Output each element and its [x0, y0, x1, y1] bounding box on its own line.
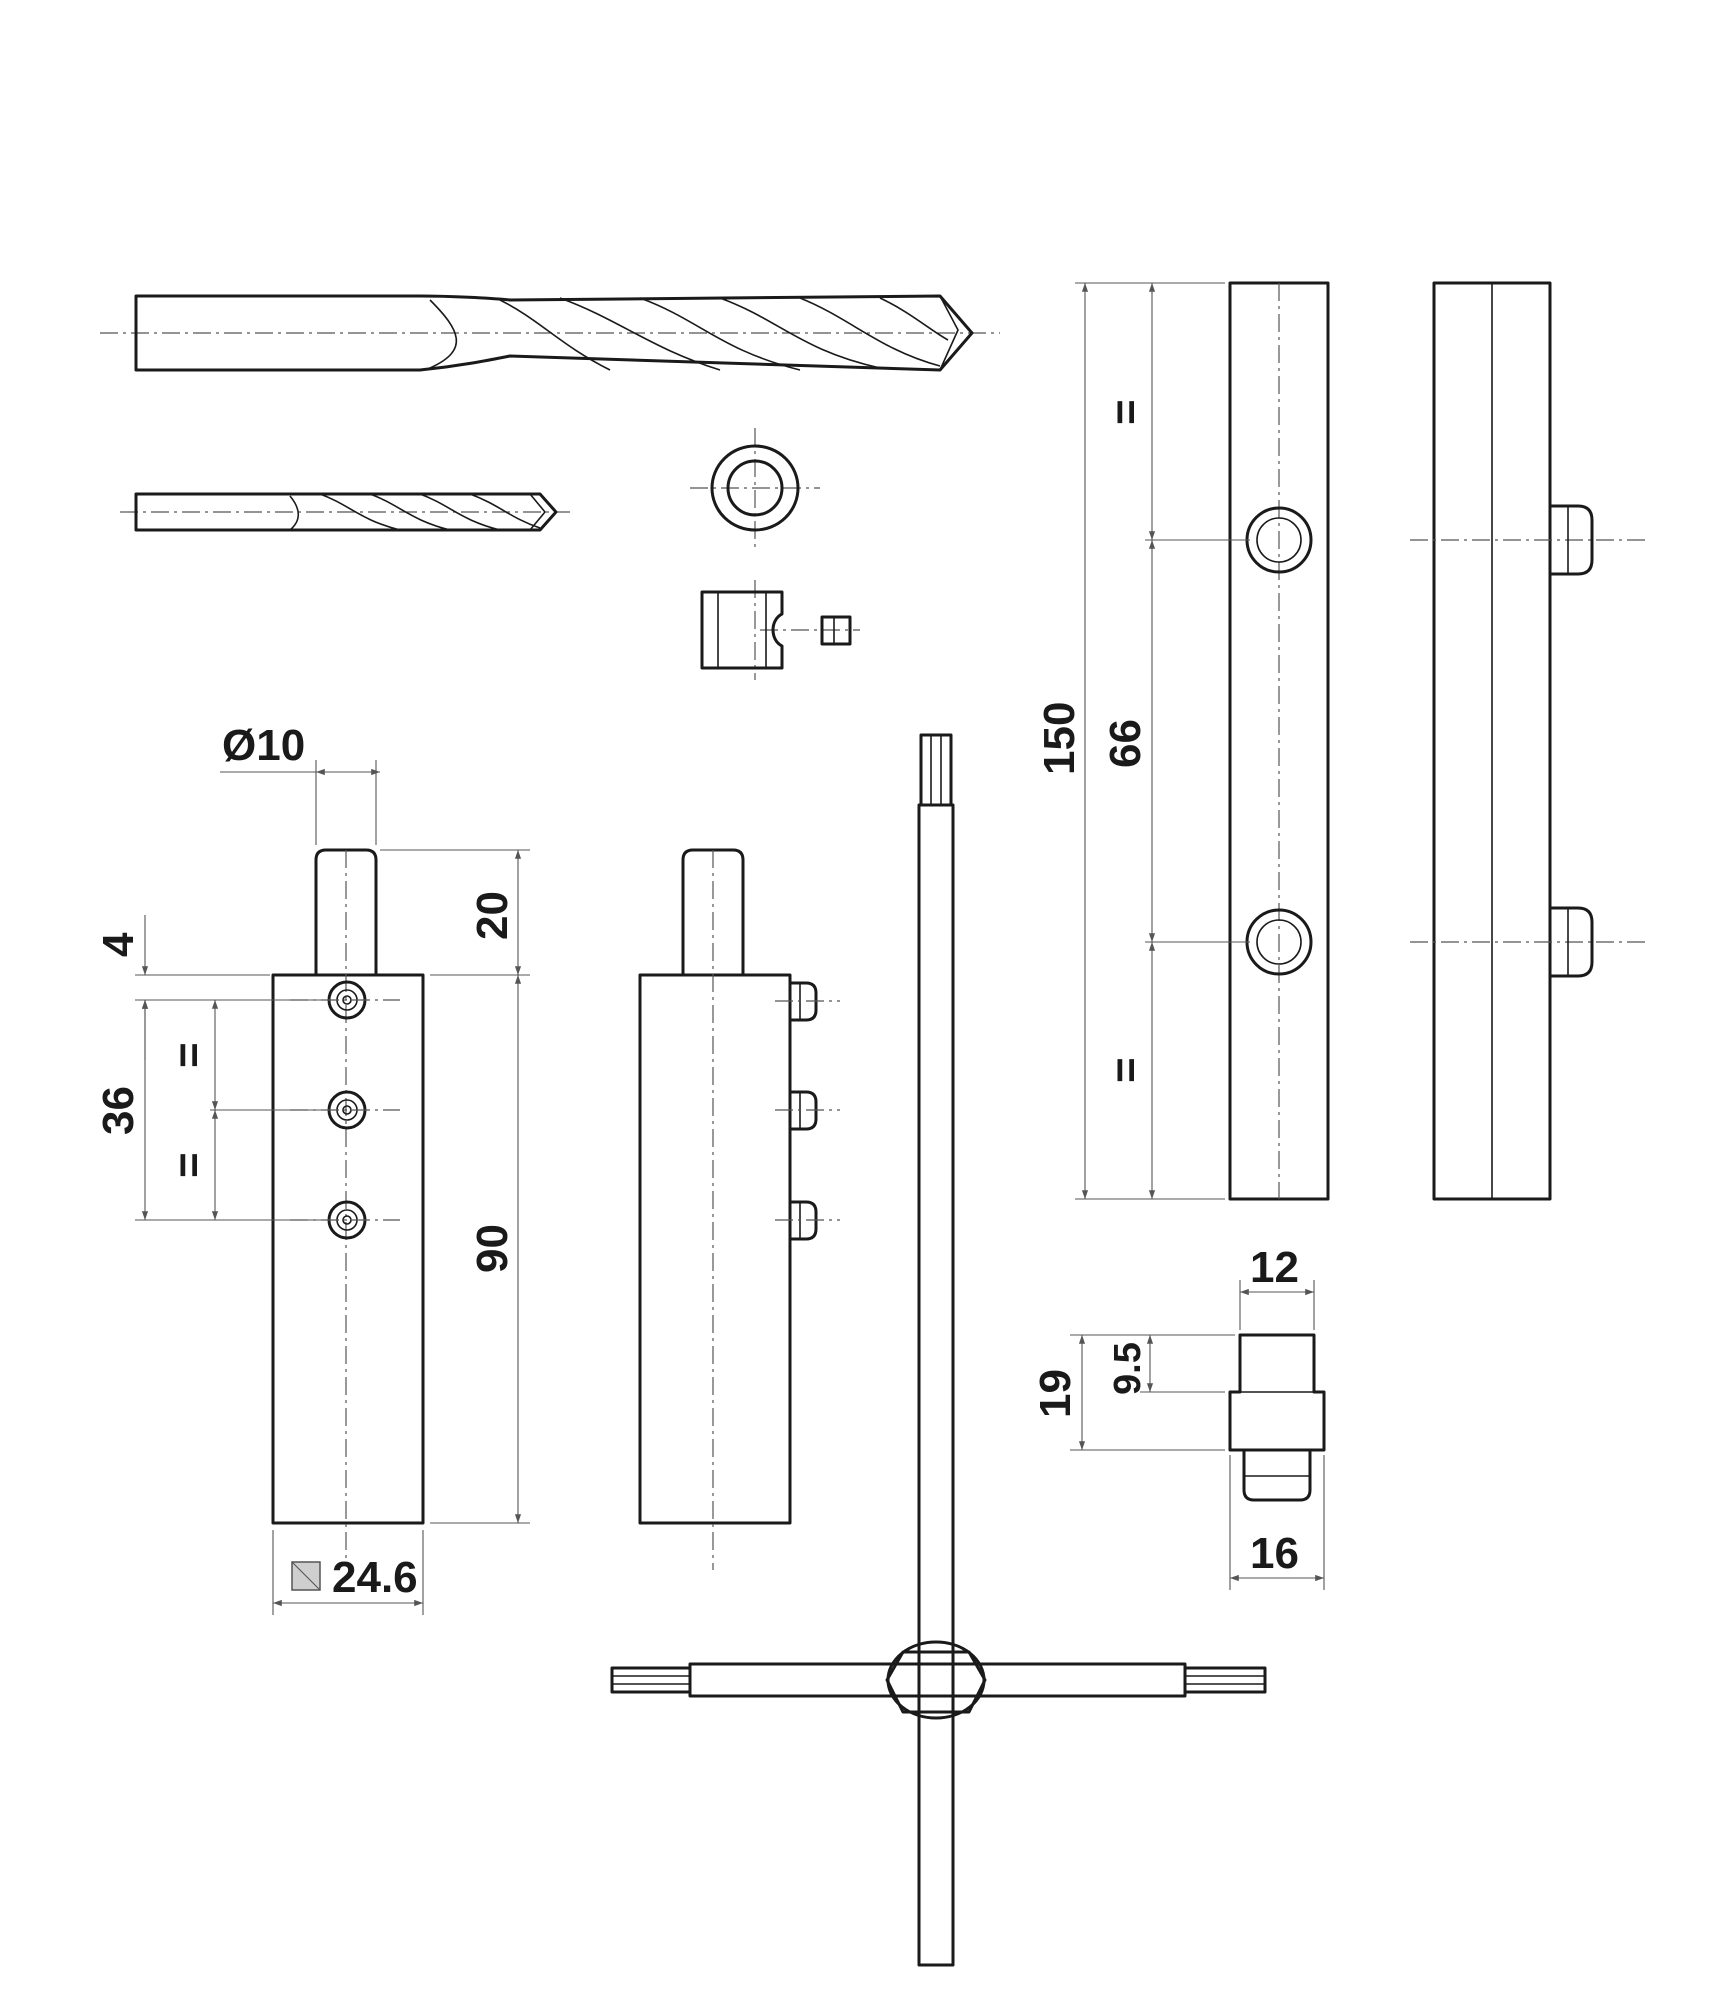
dim-bushing-head-height: 9.5 [1107, 1342, 1149, 1395]
large-drill-bit [100, 294, 1000, 372]
dimensions-guide-block: Ø10 20 90 4 36 = = 24.6 [94, 721, 530, 1615]
dimensions-bushing: 12 16 19 9.5 [1031, 1243, 1325, 1590]
guide-block-front [271, 848, 425, 1560]
dim-bar-equal-upper: = [1101, 399, 1150, 425]
small-drill-bit [120, 492, 570, 532]
spacer-bar-front [1228, 281, 1330, 1201]
dim-bar-length: 150 [1035, 702, 1084, 775]
dim-pin-length: 20 [468, 891, 517, 940]
dim-body-length: 90 [468, 1224, 517, 1273]
dim-hole-span: 36 [94, 1086, 143, 1135]
dim-square-size: 24.6 [332, 1553, 418, 1602]
dim-bushing-bottom-width: 16 [1250, 1529, 1299, 1578]
dimensions-spacer-bar: 150 = 66 = [1035, 282, 1250, 1200]
dim-pin-diameter: Ø10 [222, 721, 305, 770]
ring-washer [690, 428, 820, 548]
guide-block-side [638, 848, 840, 1570]
spacer-bar-side [1410, 281, 1650, 1201]
dim-top-offset: 4 [94, 932, 143, 957]
dim-bar-hole-spacing: 66 [1101, 719, 1150, 768]
clamp-piece [700, 580, 860, 680]
dim-equal-lower: = [164, 1152, 213, 1178]
dim-bushing-top-width: 12 [1250, 1243, 1299, 1292]
t-handle-hex-wrench [610, 733, 1267, 1967]
stepped-bushing [1228, 1333, 1326, 1502]
dim-bar-equal-lower: = [1101, 1057, 1150, 1083]
dim-equal-upper: = [164, 1042, 213, 1068]
dim-bushing-height: 19 [1031, 1369, 1080, 1418]
